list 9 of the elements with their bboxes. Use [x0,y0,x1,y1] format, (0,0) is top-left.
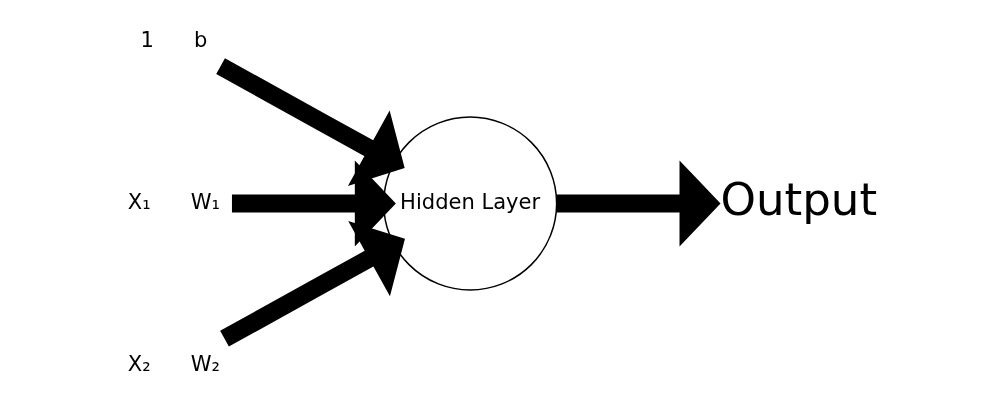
arrow [219,220,405,347]
node-circle: Hidden Layer [382,116,557,291]
node-text: X₁ W₁ [127,189,220,215]
arrow [215,58,405,186]
arrow [556,160,721,247]
node-text: 1 b [139,26,207,52]
node-text: X₂ W₂ [127,351,220,377]
node-text: Output [719,172,877,226]
arrow [231,160,396,247]
